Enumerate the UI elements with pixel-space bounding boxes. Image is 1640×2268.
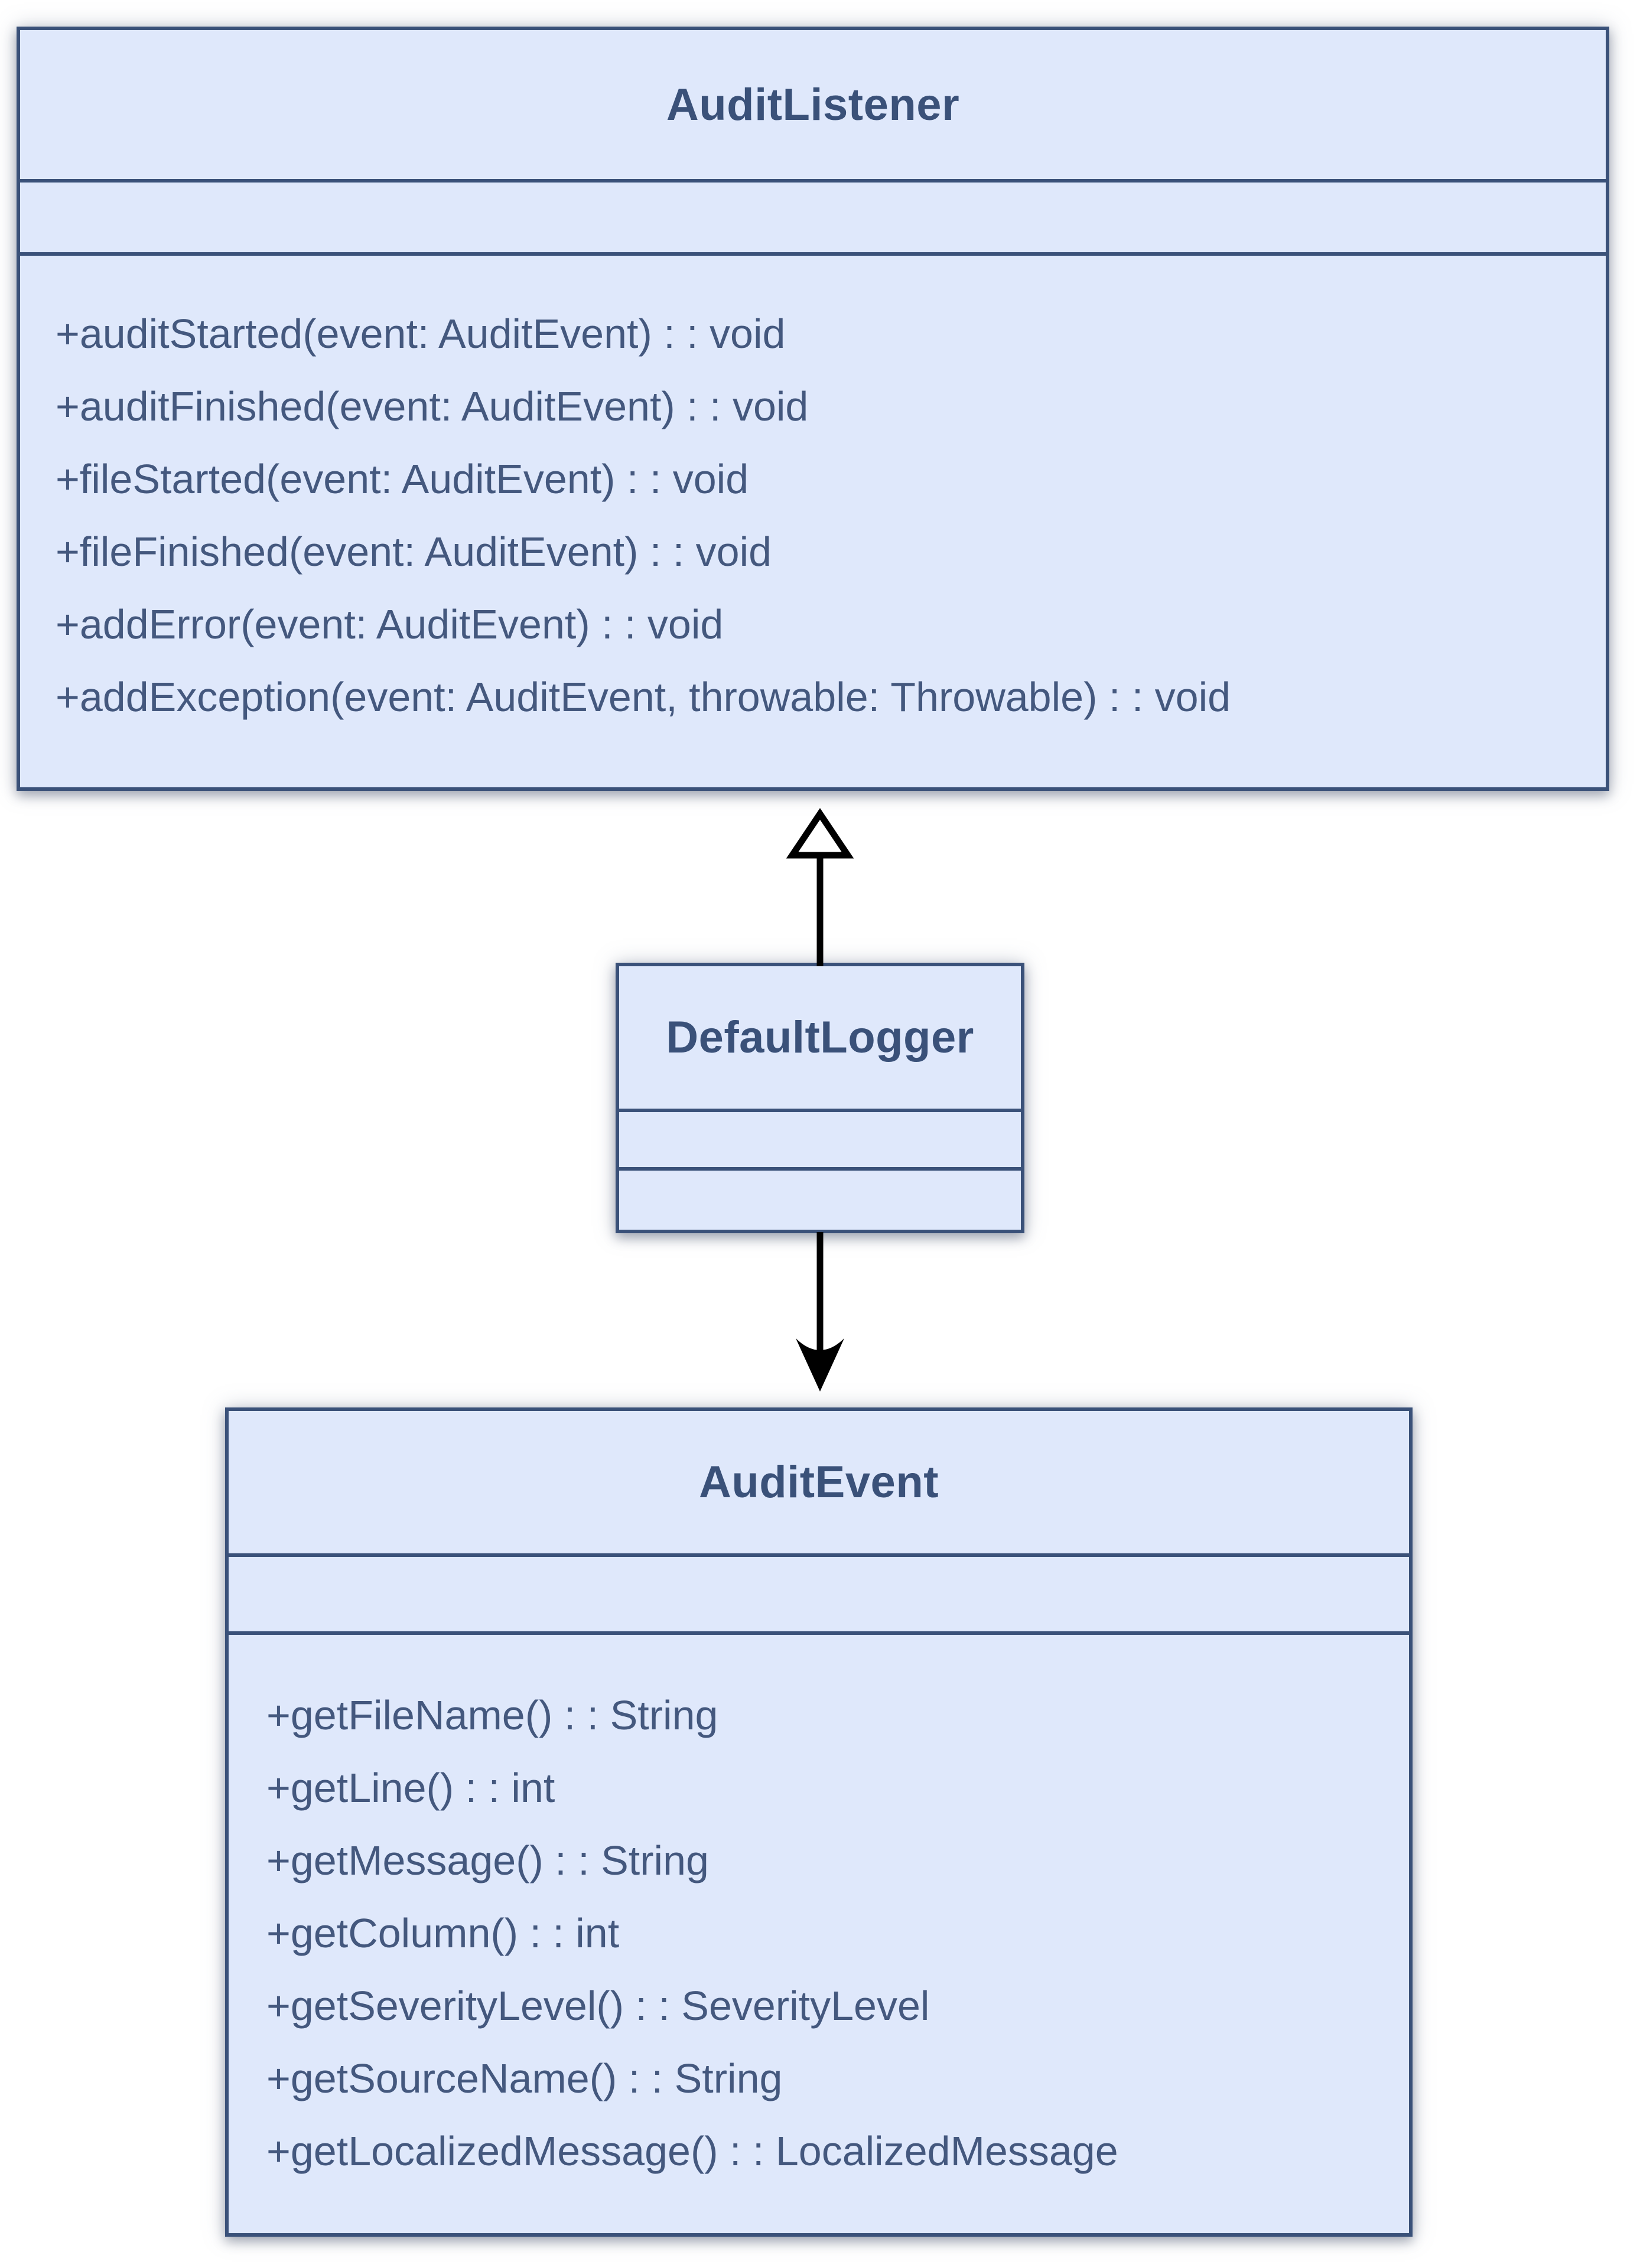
class-title-auditevent: AuditEvent <box>698 1457 939 1507</box>
association-filled-arrow-icon <box>796 1338 844 1392</box>
method-row: +getLocalizedMessage() : : LocalizedMess… <box>266 2127 1118 2174</box>
method-row: +fileStarted(event: AuditEvent) : : void <box>56 455 749 502</box>
class-box-auditevent[interactable]: AuditEvent +getFileName() : : String +ge… <box>225 1407 1413 2237</box>
method-row: +addError(event: AuditEvent) : : void <box>56 601 724 647</box>
method-row: +getSourceName() : : String <box>266 2055 783 2101</box>
method-row: +getColumn() : : int <box>266 1909 620 1956</box>
method-row: +getMessage() : : String <box>266 1837 709 1884</box>
method-row: +getFileName() : : String <box>266 1692 718 1738</box>
method-row: +getLine() : : int <box>266 1764 555 1811</box>
method-row: +auditFinished(event: AuditEvent) : : vo… <box>56 383 809 429</box>
attributes-compartment <box>20 179 1606 256</box>
class-box-auditlistener[interactable]: AuditListener +auditStarted(event: Audit… <box>17 27 1609 791</box>
methods-compartment: +auditStarted(event: AuditEvent) : : voi… <box>20 256 1606 787</box>
methods-compartment: +getFileName() : : String +getLine() : :… <box>229 1635 1409 2233</box>
method-row: +fileFinished(event: AuditEvent) : : voi… <box>56 528 772 575</box>
method-row: +addException(event: AuditEvent, throwab… <box>56 673 1231 720</box>
method-row: +getSeverityLevel() : : SeverityLevel <box>266 1982 930 2029</box>
class-box-defaultlogger[interactable]: DefaultLogger <box>616 963 1024 1233</box>
class-title-auditlistener: AuditListener <box>666 79 960 130</box>
attributes-compartment <box>619 1109 1021 1171</box>
method-row: +auditStarted(event: AuditEvent) : : voi… <box>56 310 786 357</box>
inheritance-hollow-triangle-icon <box>786 808 854 859</box>
class-title-defaultlogger: DefaultLogger <box>666 1012 974 1063</box>
methods-compartment <box>619 1171 1021 1230</box>
attributes-compartment <box>229 1553 1409 1635</box>
